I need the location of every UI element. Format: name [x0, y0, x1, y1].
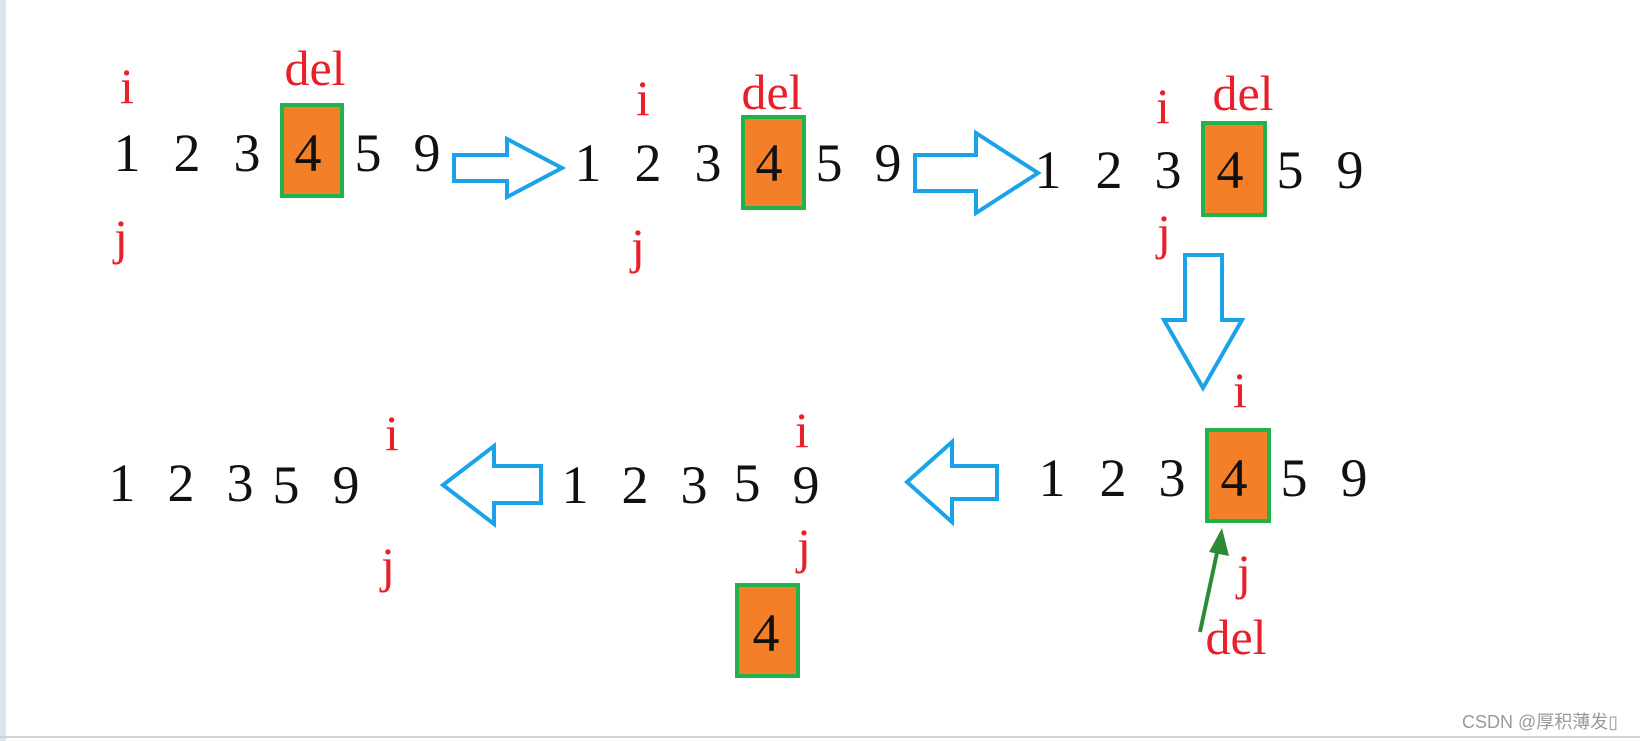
pointer-i-label: i: [385, 405, 399, 461]
array-value: 2: [1099, 448, 1127, 508]
array-value-highlighted: 4: [294, 123, 322, 183]
pointer-i-label: i: [636, 70, 650, 126]
pointer-i-label: i: [795, 402, 809, 458]
pointer-i-label: i: [1233, 362, 1247, 418]
left-arrow-icon: [903, 437, 999, 527]
array-value: 9: [332, 455, 360, 515]
array-value: 5: [815, 133, 843, 193]
pointer-i-label: i: [120, 58, 134, 114]
array-value: 1: [1034, 140, 1062, 200]
pointer-del-label: del: [1205, 609, 1267, 665]
del-pointer-arrow-icon: [1198, 528, 1229, 633]
array-value: 9: [1340, 448, 1368, 508]
bottom-divider: [0, 736, 1640, 738]
array-value: 2: [621, 455, 649, 515]
array-value: 5: [272, 455, 300, 515]
array-value: 9: [792, 455, 820, 515]
array-value: 9: [413, 123, 441, 183]
watermark: CSDN @厚积薄发▯: [1462, 712, 1619, 732]
array-value: 3: [226, 453, 254, 513]
right-arrow-icon: [452, 135, 567, 201]
array-value: 9: [874, 133, 902, 193]
down-arrow-icon: [1160, 253, 1246, 393]
array-value: 1: [108, 453, 136, 513]
pointer-j-label: j: [1157, 204, 1171, 260]
removed-value: 4: [752, 603, 780, 663]
highlight-box: [1205, 428, 1271, 523]
pointer-j-label: j: [631, 218, 645, 274]
array-value: 5: [1280, 448, 1308, 508]
array-value: 3: [1158, 448, 1186, 508]
array-value: 1: [574, 133, 602, 193]
array-value: 5: [1276, 140, 1304, 200]
array-value: 2: [167, 453, 195, 513]
pointer-del-label: del: [1212, 65, 1274, 121]
array-value-highlighted: 4: [755, 133, 783, 193]
highlight-box: [1201, 121, 1267, 217]
highlight-box: [741, 115, 806, 210]
array-value: 1: [113, 123, 141, 183]
pointer-j-label: j: [1237, 544, 1251, 600]
pointer-j-label: j: [114, 209, 128, 265]
pointer-del-label: del: [741, 64, 803, 120]
removed-value-box: [735, 583, 800, 678]
array-value: 9: [1336, 140, 1364, 200]
array-value: 3: [1154, 140, 1182, 200]
array-value: 1: [1038, 448, 1066, 508]
array-value-highlighted: 4: [1220, 448, 1248, 508]
array-value-highlighted: 4: [1216, 140, 1244, 200]
array-value: 3: [233, 123, 261, 183]
array-value: 3: [694, 133, 722, 193]
left-arrow-icon: [439, 441, 543, 529]
array-value: 2: [1095, 140, 1123, 200]
array-value: 1: [561, 455, 589, 515]
array-value: 5: [354, 123, 382, 183]
array-value: 2: [634, 133, 662, 193]
highlight-box: [280, 103, 344, 198]
left-edge-bar: [0, 0, 6, 741]
pointer-del-label: del: [284, 40, 346, 96]
array-value: 3: [680, 455, 708, 515]
array-value: 2: [173, 123, 201, 183]
pointer-j-label: j: [381, 537, 395, 593]
array-value: 5: [733, 453, 761, 513]
pointer-j-label: j: [797, 518, 811, 574]
pointer-i-label: i: [1156, 78, 1170, 134]
right-arrow-icon: [913, 129, 1042, 217]
